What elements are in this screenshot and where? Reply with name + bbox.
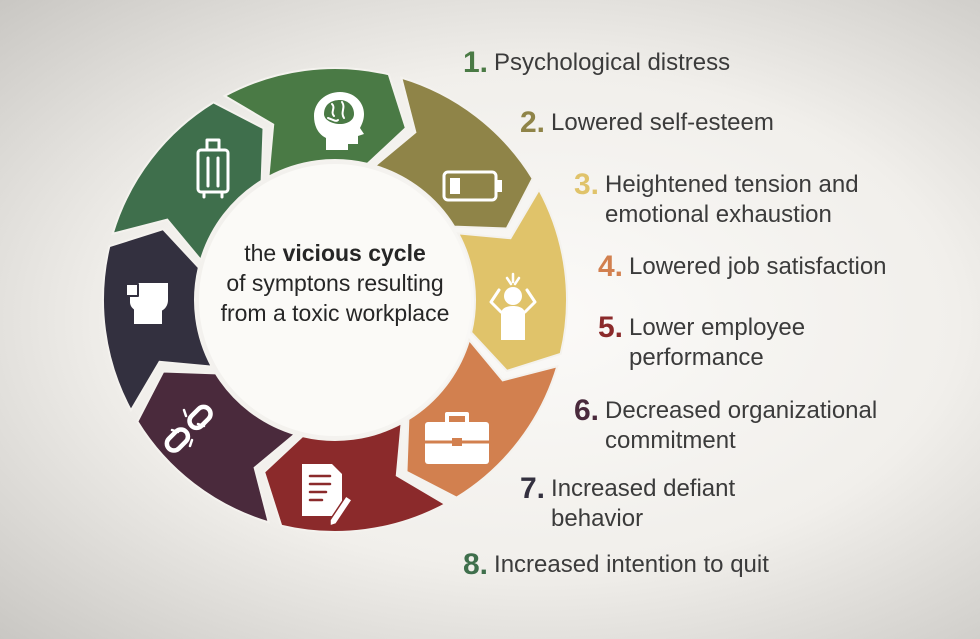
item-number: 4. [598,250,624,283]
item-label: Lowered self-esteem [551,109,774,136]
item-label: Heightened tension and emotional exhaust… [605,171,859,228]
raised-fist-icon [125,269,169,324]
item-number: 3. [574,168,600,201]
center-disc [199,164,471,436]
stressed-person-icon [489,272,537,340]
item-label: Increased intention to quit [494,551,769,578]
cycle-segment-8 [111,101,265,263]
suitcase-icon [196,138,230,199]
list-item-4: 4. Lowered job satisfaction [598,252,887,282]
item-number: 5. [598,311,624,344]
item-number: 2. [520,106,546,139]
list-item-7: 7. Increased defiant behavior [520,474,770,534]
briefcase-icon [423,412,491,464]
item-label: Decreased organizational commitment [605,397,878,454]
cycle-icons [125,92,537,527]
broken-chain-icon [164,404,213,453]
item-label: Increased defiant behavior [551,475,736,532]
list-item-2: 2. Lowered self-esteem [520,108,774,138]
cycle-title: the vicious cycle of symptons resulting … [205,238,465,328]
item-number: 7. [520,472,546,505]
item-label: Psychological distress [494,49,731,76]
low-battery-icon [442,170,502,202]
cycle-segment-2 [372,76,534,230]
item-number: 6. [574,394,600,427]
list-item-1: 1. Psychological distress [463,48,730,78]
document-pen-icon [302,464,353,527]
list-item-3: 3. Heightened tension and emotional exha… [574,170,894,230]
item-label: Lower employee performance [629,314,806,371]
item-number: 1. [463,46,489,79]
item-label: Lowered job satisfaction [629,253,887,280]
cycle-title-rest: of symptons resulting from a toxic workp… [220,270,450,326]
cycle-segment-6 [136,370,298,524]
head-brain-icon [314,92,364,150]
list-item-5: 5. Lower employee performance [598,313,828,373]
list-item-8: 8. Increased intention to quit [463,550,769,580]
list-item-6: 6. Decreased organizational commitment [574,396,904,456]
item-number: 8. [463,548,489,581]
cycle-title-pre: the [244,240,283,266]
cycle-title-bold: vicious cycle [282,240,426,266]
